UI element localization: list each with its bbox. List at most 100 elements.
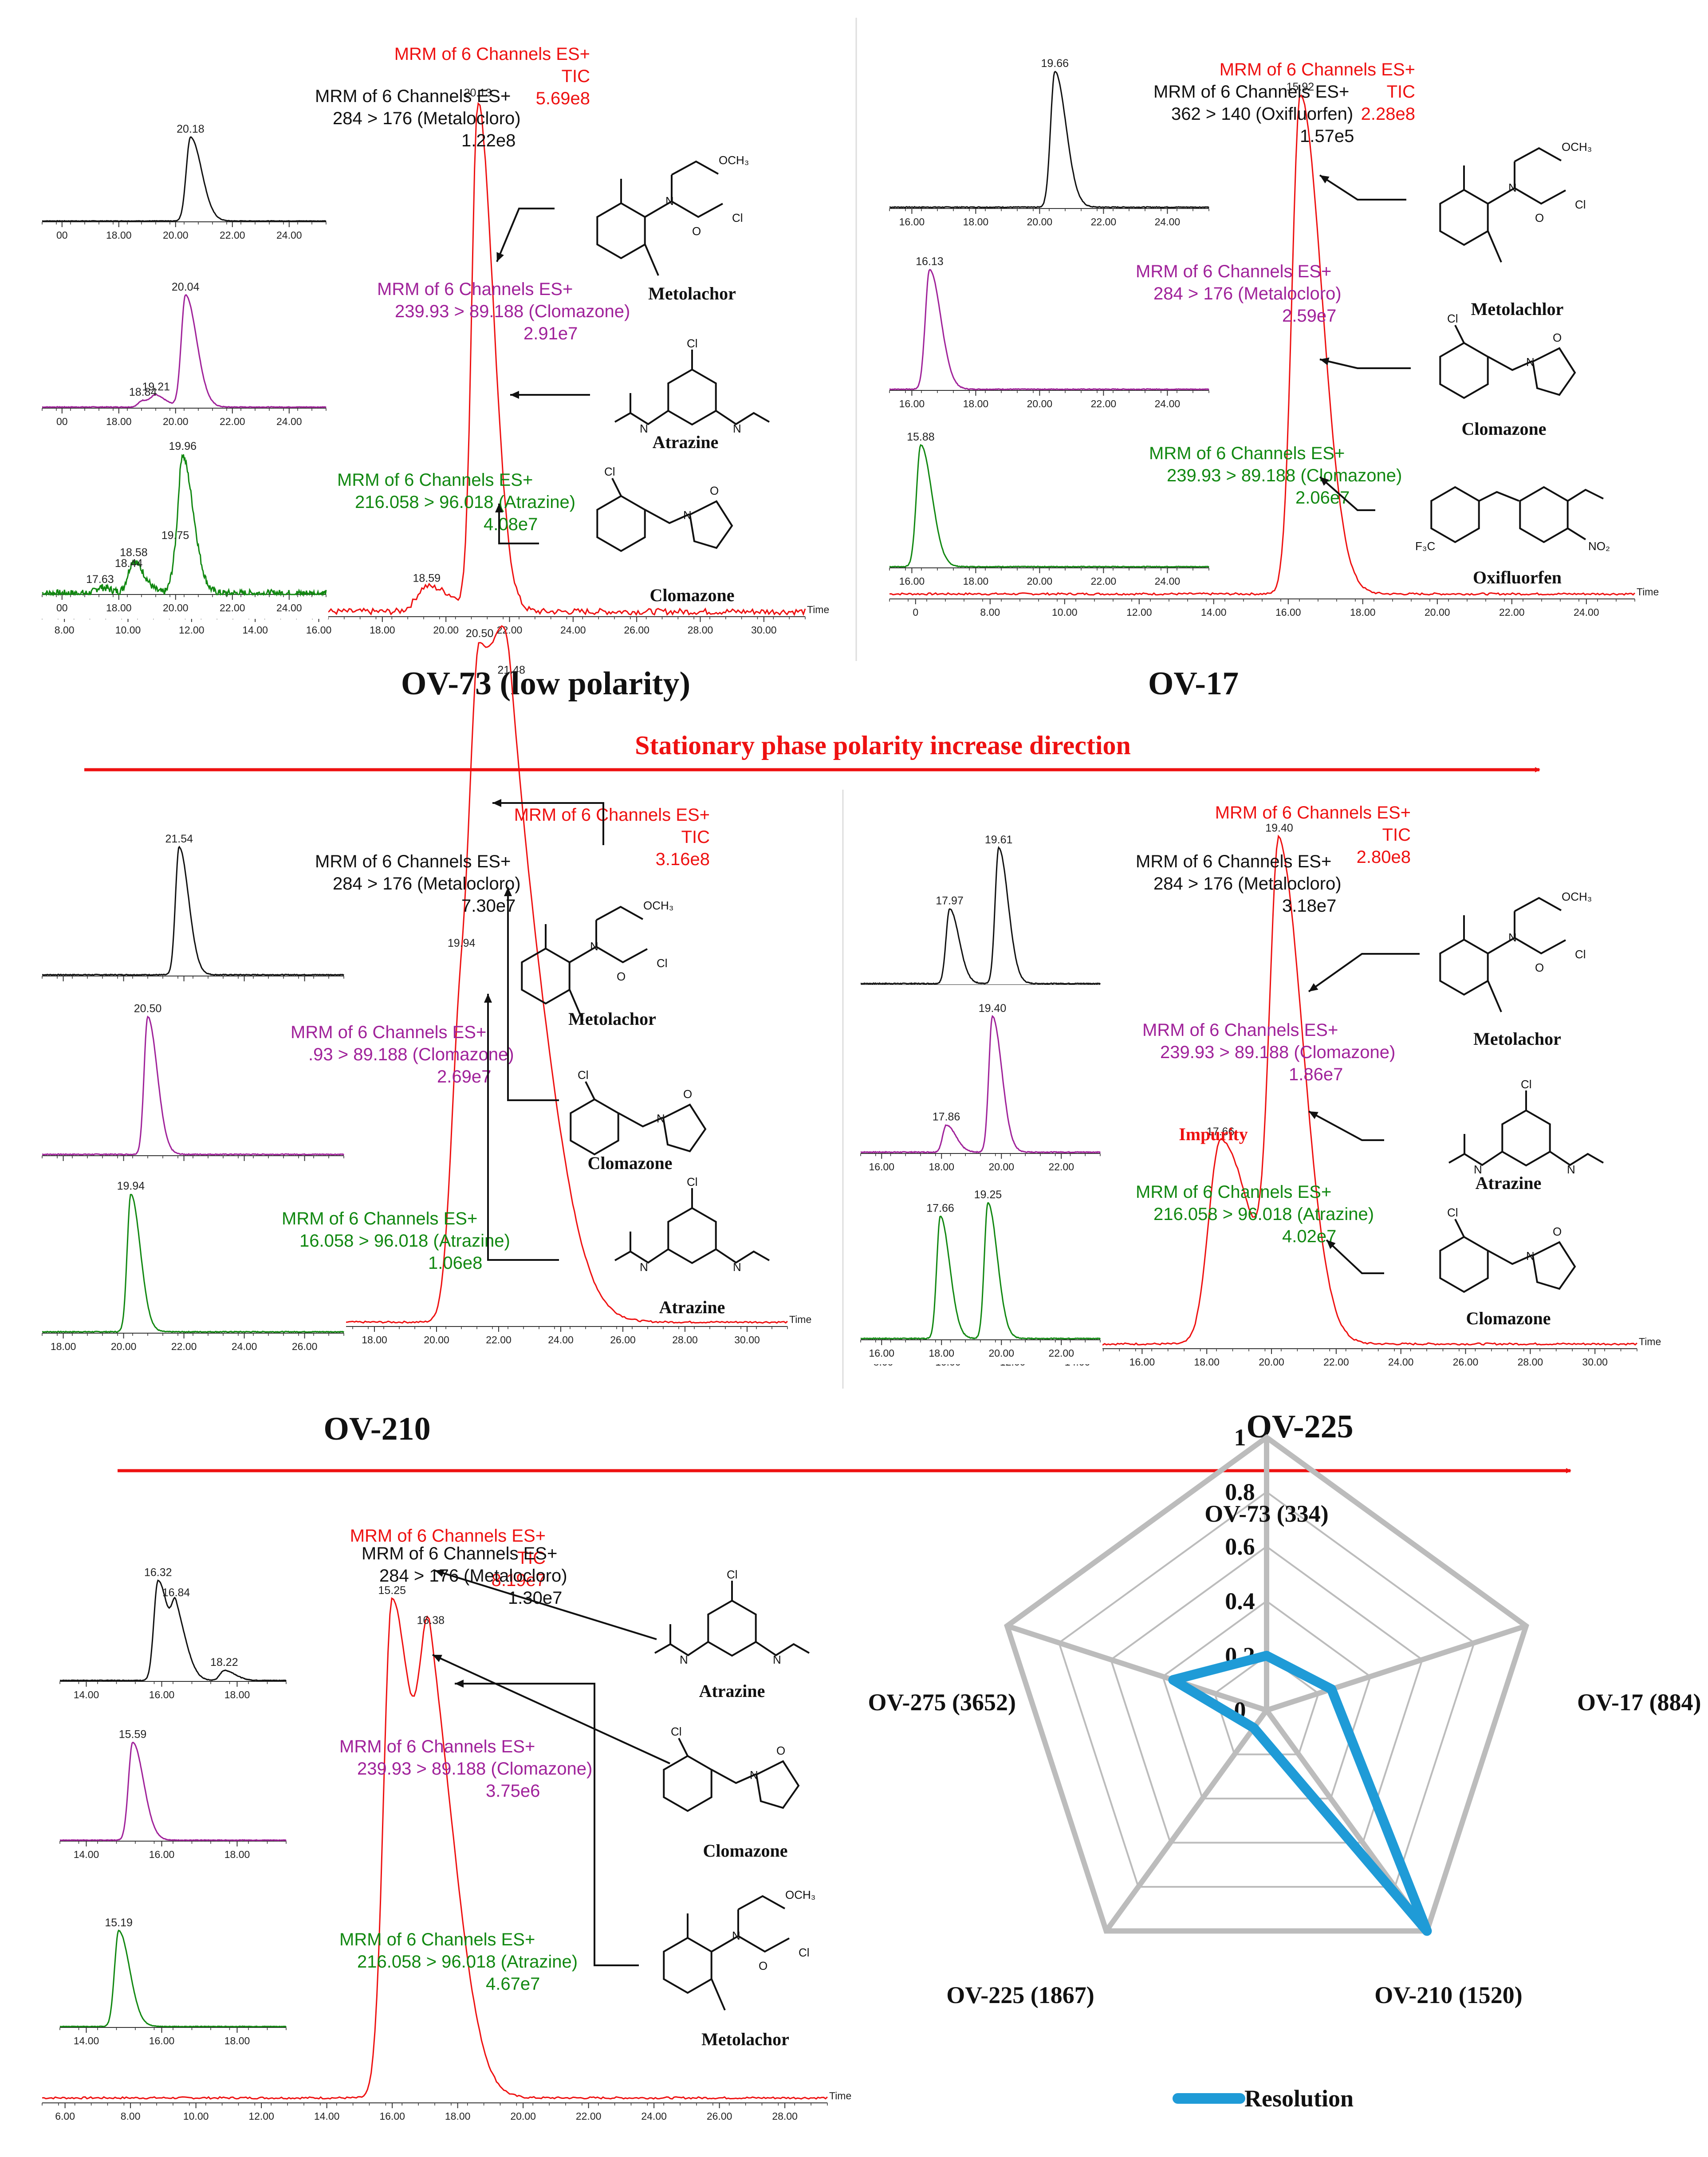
x-tick-label: 22.00	[171, 1341, 197, 1352]
peak-label: 16.84	[162, 1586, 190, 1599]
compound-name: Metolachor	[648, 283, 736, 303]
inset-trace	[42, 846, 345, 976]
tic-label-line3: 2.80e8	[1357, 847, 1411, 867]
ring	[1430, 486, 1480, 543]
inset-label-line3: 7.30e7	[461, 896, 516, 916]
inset-label-line1: MRM of 6 Channels ES+	[291, 1023, 486, 1042]
bonds	[614, 1188, 770, 1264]
x-tick-label: 8.00	[55, 624, 75, 636]
bonds	[1454, 1219, 1533, 1265]
tic-label-line3: 5.69e8	[536, 89, 590, 108]
bonds	[614, 350, 770, 425]
bonds	[611, 478, 690, 524]
inset-label-line3: 2.06e7	[1295, 488, 1350, 508]
radar-grid-ring	[1110, 1545, 1424, 1844]
x-tick-label: 18.00	[370, 624, 395, 636]
ring	[521, 947, 571, 1005]
x-tick-label: 22.00	[1091, 575, 1117, 587]
inset-background	[40, 444, 328, 619]
legend-label: Resolution	[1244, 2085, 1354, 2112]
inset-label-line3: 3.18e7	[1282, 896, 1336, 916]
x-tick-label: 24.00	[548, 1334, 574, 1346]
ring	[1439, 938, 1489, 996]
pointer-arrow	[1319, 476, 1375, 511]
x-tick-label: 24.00	[276, 602, 302, 614]
pointer-arrow	[504, 887, 559, 1101]
x-tick-label: 00	[56, 416, 68, 427]
x-tick-label: 18.00	[224, 1849, 250, 1860]
x-tick-label: 24.00	[1155, 216, 1181, 228]
inset-trace	[59, 1742, 287, 1842]
tic-label-line1: MRM of 6 Channels ES+	[514, 805, 710, 825]
inset-label-line2: 284 > 176 (Metalocloro)	[333, 874, 521, 894]
x-tick-label: 18.00	[929, 1347, 954, 1359]
x-tick-label: 18.00	[106, 416, 132, 427]
x-tick-label: 22.00	[1499, 606, 1525, 618]
x-tick-label: 20.00	[988, 1161, 1014, 1173]
inset-label-line1: MRM of 6 Channels ES+	[377, 279, 573, 299]
inset-label-line3: 4.02e7	[1282, 1227, 1336, 1246]
atom-label: Cl	[1575, 948, 1586, 961]
atom-label: OCH₃	[1562, 140, 1592, 154]
x-tick-label: 24.00	[276, 416, 302, 427]
inset-background	[40, 816, 346, 1000]
radar-axis-label: OV-17 (884)	[1577, 1689, 1701, 1716]
atom-label: OCH₃	[719, 154, 749, 167]
x-tick-label: 14.00	[74, 1849, 99, 1860]
atom-label: N	[773, 1653, 781, 1666]
radar-grid-ring	[1161, 1600, 1372, 1799]
axis-time-label: Time	[1639, 1336, 1661, 1347]
inset-label-line1: MRM of 6 Channels ES+	[315, 87, 511, 106]
x-tick-label: 18.00	[106, 602, 132, 614]
peak-label: 15.25	[378, 1584, 406, 1597]
radar-grid-ring	[1213, 1654, 1320, 1756]
pointer-arrow	[455, 1680, 639, 1966]
inset-label-line1: MRM of 6 Channels ES+	[362, 1544, 557, 1563]
compound-name: Clomazone	[1461, 419, 1546, 439]
x-tick-label: 22.00	[1091, 216, 1117, 228]
atom-label: Cl	[1447, 312, 1458, 325]
inset-background	[858, 1171, 1102, 1364]
inset-label-line3: 4.67e7	[486, 1974, 540, 1994]
peak-label: 19.94	[117, 1180, 145, 1192]
peak-label: 19.75	[161, 529, 189, 542]
radar-tick-label: 0.6	[1225, 1533, 1255, 1560]
peak-label: 18.59	[413, 572, 441, 584]
x-tick-label: 18.00	[224, 2035, 250, 2047]
atom-label: N	[680, 1653, 688, 1666]
x-tick-label: 12.00	[179, 624, 205, 636]
x-tick-label: 22.00	[1048, 1161, 1074, 1173]
x-tick-label: 30.00	[734, 1334, 760, 1346]
atom-label: Cl	[1447, 1206, 1458, 1219]
inset-label-line3: 3.75e6	[486, 1781, 540, 1801]
axis-time-label: Time	[1637, 586, 1659, 598]
x-tick-label: 0	[913, 606, 918, 618]
inset-trace	[889, 269, 1209, 390]
inset-label-line1: MRM of 6 Channels ES+	[339, 1930, 535, 1949]
peak-label: 15.92	[1287, 81, 1314, 93]
x-tick-label: 16.00	[869, 1161, 894, 1173]
inset-label-line2: 284 > 176 (Metalocloro)	[333, 109, 521, 128]
atom-label: O	[759, 1959, 767, 1972]
inset-trace	[860, 1202, 1101, 1340]
x-tick-label: 26.00	[707, 2110, 732, 2122]
x-tick-label: 22.00	[486, 1334, 512, 1346]
tic-label-line1: MRM of 6 Channels ES+	[394, 44, 590, 64]
inset-trace	[42, 136, 327, 222]
ring	[1501, 1109, 1551, 1167]
inset-label-line2: 216.058 > 96.018 (Atrazine)	[1153, 1204, 1374, 1224]
inset-trace	[889, 71, 1210, 209]
x-tick-label: 18.00	[929, 1161, 954, 1173]
x-tick-label: 18.00	[1350, 606, 1376, 618]
ring	[663, 1937, 712, 1994]
x-tick-label: 24.00	[560, 624, 586, 636]
bonds	[654, 1581, 810, 1657]
